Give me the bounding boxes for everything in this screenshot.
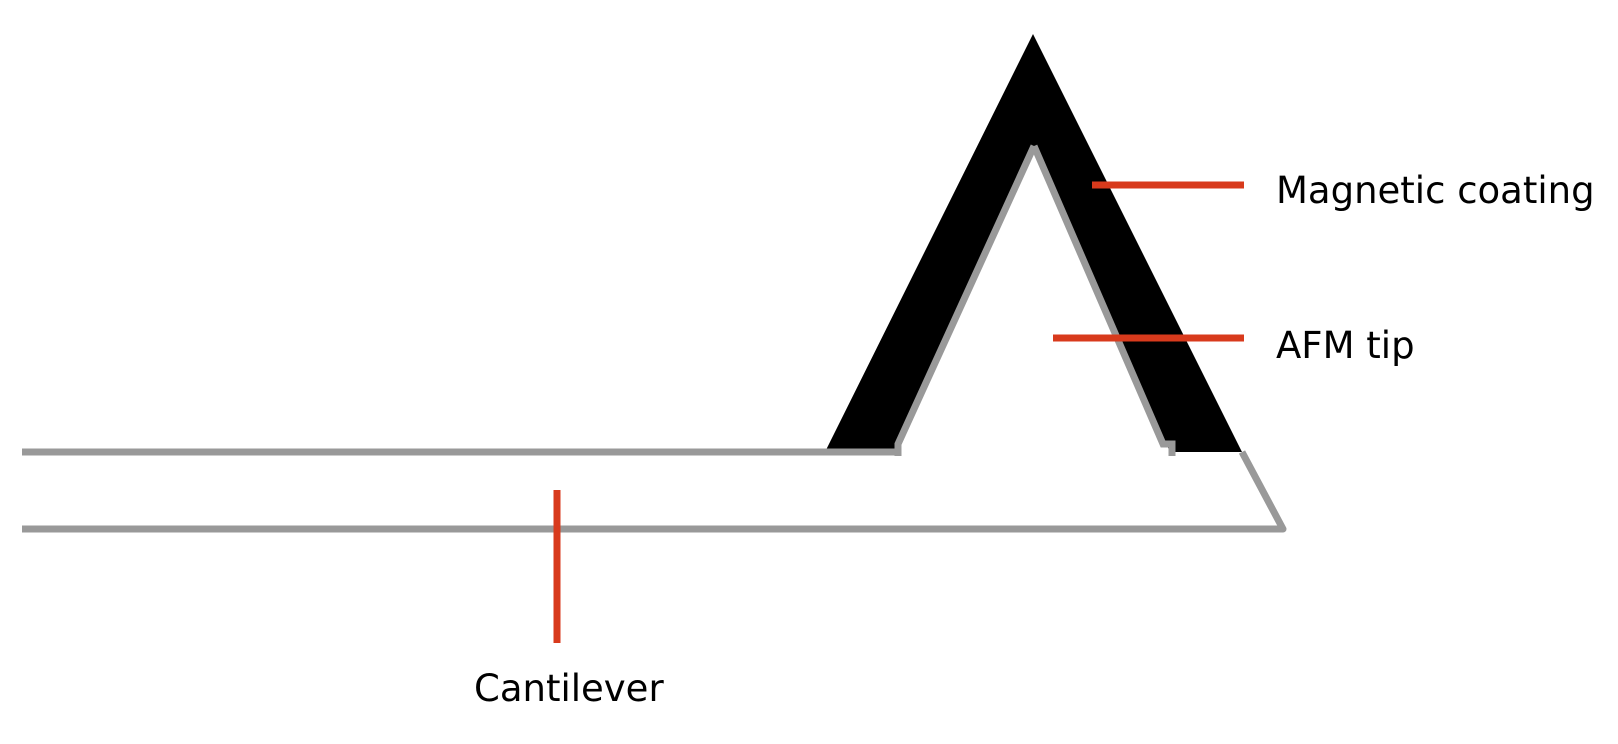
magnetic-coating-shape <box>825 34 1242 452</box>
afm-tip-label: AFM tip <box>1276 324 1415 367</box>
cantilever-bottom-edge <box>22 450 1287 533</box>
magnetic-coating-label: Magnetic coating <box>1276 169 1595 212</box>
cantilever-label: Cantilever <box>474 667 664 710</box>
afm-tip-right-edge <box>1030 144 1176 456</box>
